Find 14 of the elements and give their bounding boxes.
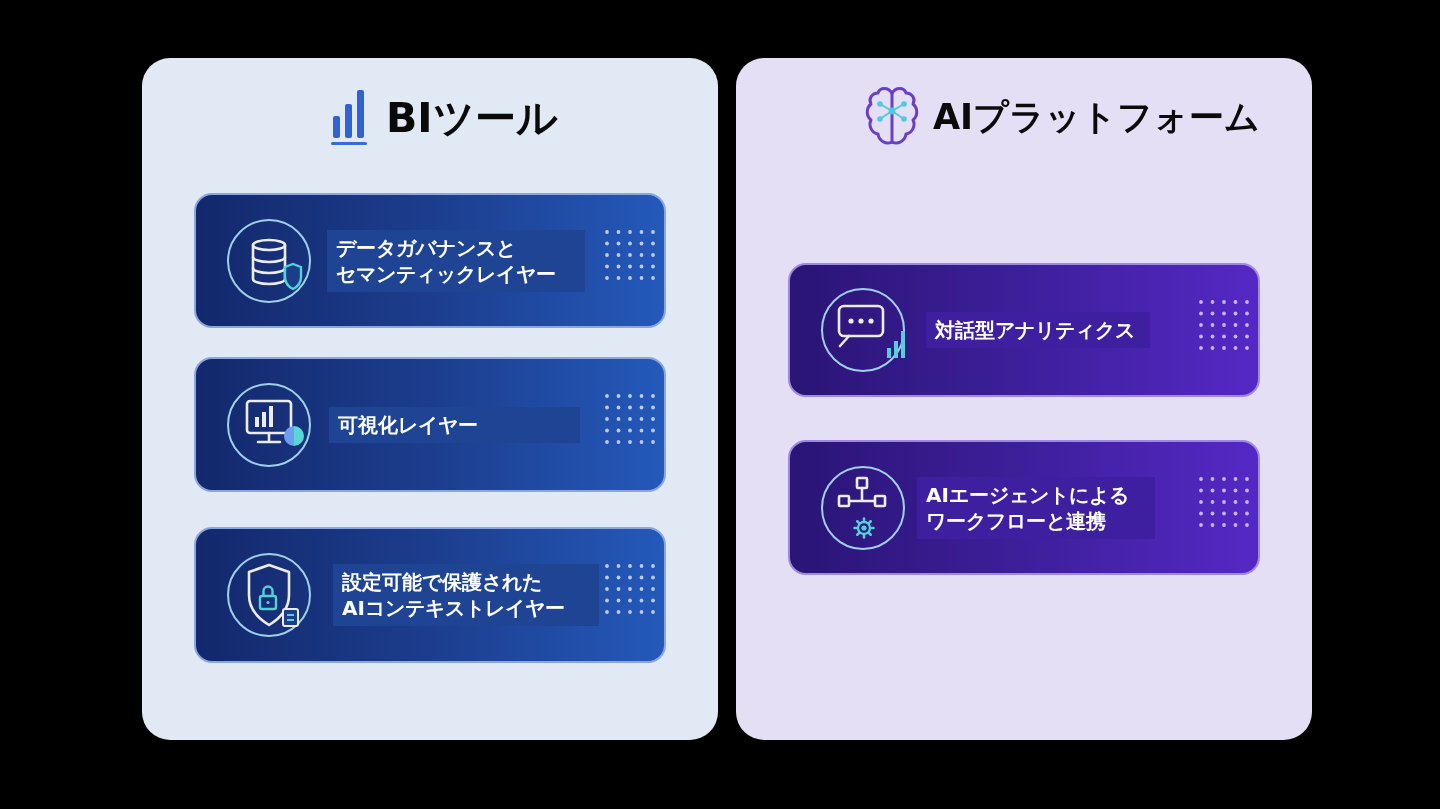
panel-title: AIプラットフォーム	[933, 96, 1261, 139]
feature-card	[194, 527, 666, 663]
feature-card	[788, 440, 1260, 575]
feature-label: AIエージェントによるワークフローと連携	[917, 476, 1155, 539]
panel-title: BIツール	[386, 93, 558, 144]
feature-label: データガバナンスとセマンティックレイヤー	[327, 229, 585, 292]
panel	[142, 58, 718, 740]
feature-card	[788, 263, 1260, 397]
panel	[736, 58, 1312, 740]
feature-label: 設定可能で保護されたAIコンテキストレイヤー	[333, 564, 599, 626]
feature-card	[194, 193, 666, 328]
feature-label: 対話型アナリティクス	[926, 312, 1150, 348]
feature-label: 可視化レイヤー	[329, 406, 580, 443]
feature-card	[194, 357, 666, 492]
